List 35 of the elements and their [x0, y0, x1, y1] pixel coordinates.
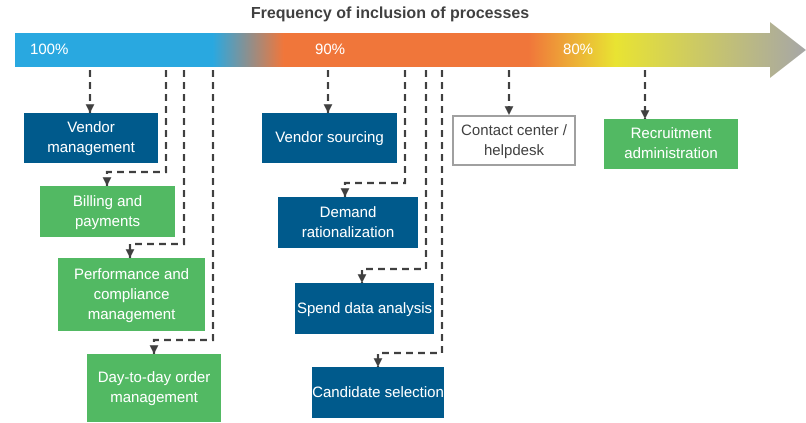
- dashed-arrow: [126, 70, 186, 258]
- dashed-arrow: [340, 70, 406, 197]
- dashed-arrow: [504, 70, 514, 115]
- dashed-arrow: [324, 70, 332, 113]
- percent-label: 90%: [315, 41, 346, 58]
- process-label: Billing and payments: [72, 192, 144, 232]
- process-label: Contact center / helpdesk: [460, 120, 568, 160]
- process-box: [295, 283, 434, 334]
- chart-title: Frequency of inclusion of processes: [250, 5, 530, 23]
- process-label: Recruitment administration: [623, 124, 719, 164]
- process-box: [278, 197, 418, 248]
- process-box: [58, 258, 205, 331]
- process-box: [262, 113, 397, 163]
- dashed-arrow: [102, 70, 168, 186]
- process-label: Vendor sourcing: [275, 128, 384, 148]
- process-label: Day-to-day order management: [96, 368, 212, 408]
- gradient-arrow-bar: [15, 22, 806, 78]
- process-box: [604, 119, 738, 169]
- dashed-arrow: [358, 70, 428, 283]
- process-label: Vendor management: [46, 118, 136, 158]
- process-box: [452, 115, 576, 166]
- process-box: [24, 113, 158, 163]
- dashed-arrow: [150, 70, 214, 354]
- process-label: Performance and compliance management: [72, 264, 190, 324]
- process-box: [87, 354, 221, 422]
- dashed-arrow: [640, 70, 650, 119]
- process-label: Spend data analysis: [296, 298, 432, 318]
- dashed-arrow: [374, 70, 444, 367]
- percent-label: 100%: [30, 41, 68, 58]
- process-label: Candidate selection: [312, 382, 444, 402]
- process-box: [312, 367, 444, 418]
- dashed-arrow: [86, 70, 94, 113]
- process-box: [40, 186, 175, 237]
- percent-label: 80%: [563, 41, 594, 58]
- process-label: Demand rationalization: [300, 202, 396, 242]
